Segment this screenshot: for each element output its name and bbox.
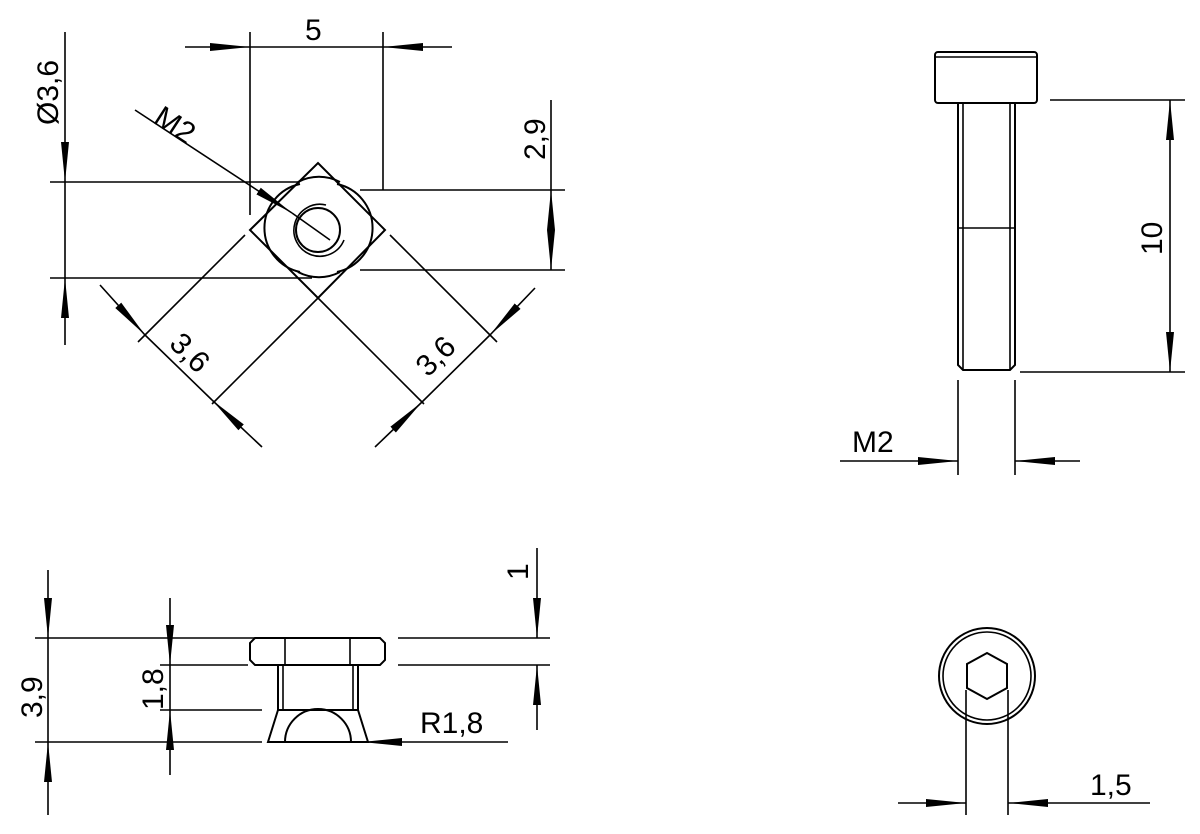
nut-body bbox=[277, 664, 359, 711]
label-radius: R1,8 bbox=[420, 707, 483, 740]
thread-hole bbox=[295, 207, 341, 253]
dim-diameter: Ø3,6 bbox=[32, 60, 65, 125]
hex-socket bbox=[966, 651, 1008, 701]
bolt-top-view: 1,5 bbox=[898, 627, 1150, 815]
dim-diagonal-left: 3,6 bbox=[163, 327, 216, 380]
dim-diagonal-right: 3,6 bbox=[410, 330, 463, 383]
nut-flange-arcs bbox=[297, 175, 341, 279]
bolt-shank bbox=[957, 103, 1016, 371]
dim-length: 10 bbox=[1136, 222, 1169, 255]
dim-flange: 1 bbox=[502, 563, 535, 580]
dim-height: 2,9 bbox=[519, 118, 552, 160]
nut-side-view: 3,9 1,8 1 R1,8 bbox=[16, 548, 550, 815]
label-bolt-m2: M2 bbox=[852, 426, 894, 459]
top-view: 5 Ø3,6 M2 2,9 3,6 3,6 bbox=[32, 14, 565, 448]
dim-hex: 1,5 bbox=[1090, 769, 1132, 802]
bolt-head bbox=[934, 51, 1038, 104]
nut-flange bbox=[249, 637, 386, 666]
thread-arc bbox=[293, 203, 345, 258]
dim-total-height: 3,9 bbox=[16, 676, 49, 718]
label-thread-m2: M2 bbox=[148, 100, 201, 150]
bolt-head-outer bbox=[938, 627, 1036, 725]
bolt-side-view: 10 M2 bbox=[840, 51, 1185, 475]
nut-dome bbox=[266, 708, 370, 743]
dim-body-height: 1,8 bbox=[137, 668, 170, 710]
dim-width: 5 bbox=[305, 14, 322, 47]
